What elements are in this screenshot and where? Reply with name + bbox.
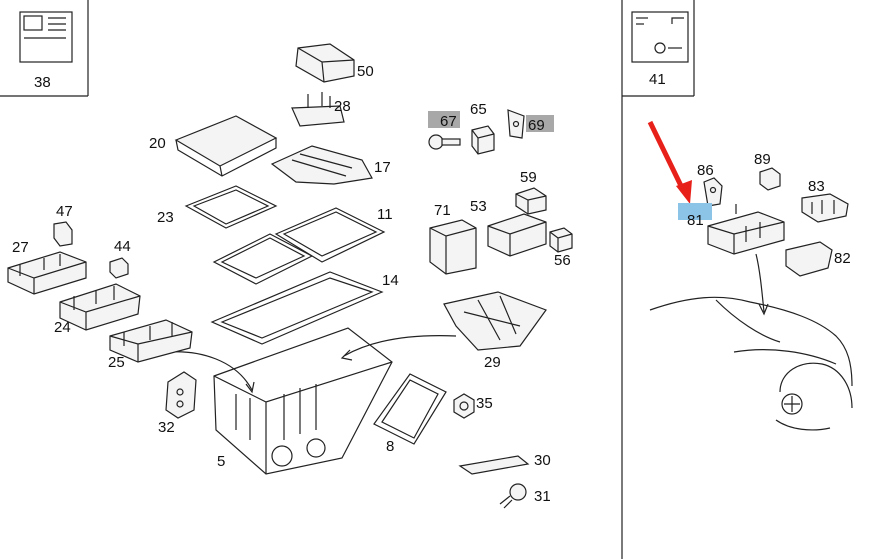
highlight-tag-81 [678,203,712,220]
panel-label-38: 38 [34,74,51,91]
callout-27: 27 [12,239,29,256]
part-14-seal [210,271,384,345]
panel-borders [0,0,695,559]
callout-69: 69 [528,117,545,134]
part-28-bracket [291,92,345,127]
callout-29: 29 [484,354,501,371]
callout-31: 31 [534,488,551,505]
part-5-housing [213,327,393,475]
callout-17: 17 [374,159,391,176]
part-8-gasket [373,373,447,445]
part-11-frame [212,207,386,285]
callout-83: 83 [808,178,825,195]
red-pointer-arrow [647,120,692,204]
callout-30: 30 [534,452,551,469]
assembly-arrowhead-left [245,381,255,394]
callout-81: 81 [687,212,704,229]
callout-53: 53 [470,198,487,215]
callout-25: 25 [108,354,125,371]
highlight-tag-69 [526,115,554,132]
callout-14: 14 [382,272,399,289]
part-47-fuse [53,221,73,247]
part-67-bolt [428,134,461,150]
part-81-module [707,204,785,255]
callout-20: 20 [149,135,166,152]
part-17-fuse-cover [270,145,373,185]
callout-67: 67 [440,113,457,130]
callout-35: 35 [476,395,493,412]
callout-47: 47 [56,203,73,220]
assembly-arrowhead-right [340,349,353,361]
assembly-arrow-left [167,351,253,391]
part-71-module [429,219,477,275]
part-35-nut [453,393,475,419]
part-82-cover [785,241,833,277]
location-leader-line [755,253,765,313]
callout-59: 59 [520,169,537,186]
part-86-bracket [703,177,723,207]
callout-56: 56 [554,252,571,269]
assembly-arrow-right [343,335,457,357]
location-leader-arrowhead [758,303,769,316]
part-24-fuse-block [59,283,141,331]
callout-50: 50 [357,63,374,80]
part-69-clip [507,109,525,139]
callout-82: 82 [834,250,851,267]
part-65-relay [471,125,495,155]
callout-65: 65 [470,101,487,118]
part-27-fuse-block [7,251,87,295]
part-25-fuse-block [109,319,193,363]
part-23-gasket [184,185,278,229]
part-20-cover [174,115,278,177]
callout-86: 86 [697,162,714,179]
part-59-relay [515,187,547,215]
callout-89: 89 [754,151,771,168]
part-50-relay-block [295,43,355,83]
document-icon-41 [631,11,689,63]
callout-11: 11 [377,206,393,223]
highlight-tag-67 [428,111,460,128]
document-icon-38 [19,11,73,63]
part-32-connector [165,371,197,419]
part-31-screw [499,483,527,509]
callout-44: 44 [114,238,131,255]
callout-24: 24 [54,319,71,336]
callout-5: 5 [217,453,225,470]
car-outline [649,296,853,431]
part-44-fuse [109,257,129,279]
callout-32: 32 [158,419,175,436]
part-30-clip [458,455,530,475]
part-53-module [487,213,547,257]
panel-label-41: 41 [649,71,666,88]
part-83-fuse-strip [801,193,849,223]
callout-71: 71 [434,202,451,219]
callout-8: 8 [386,438,394,455]
callout-23: 23 [157,209,174,226]
part-29-tray [443,291,547,351]
part-89-relay [759,167,781,191]
part-56-relay [549,227,573,253]
callout-28: 28 [334,98,351,115]
